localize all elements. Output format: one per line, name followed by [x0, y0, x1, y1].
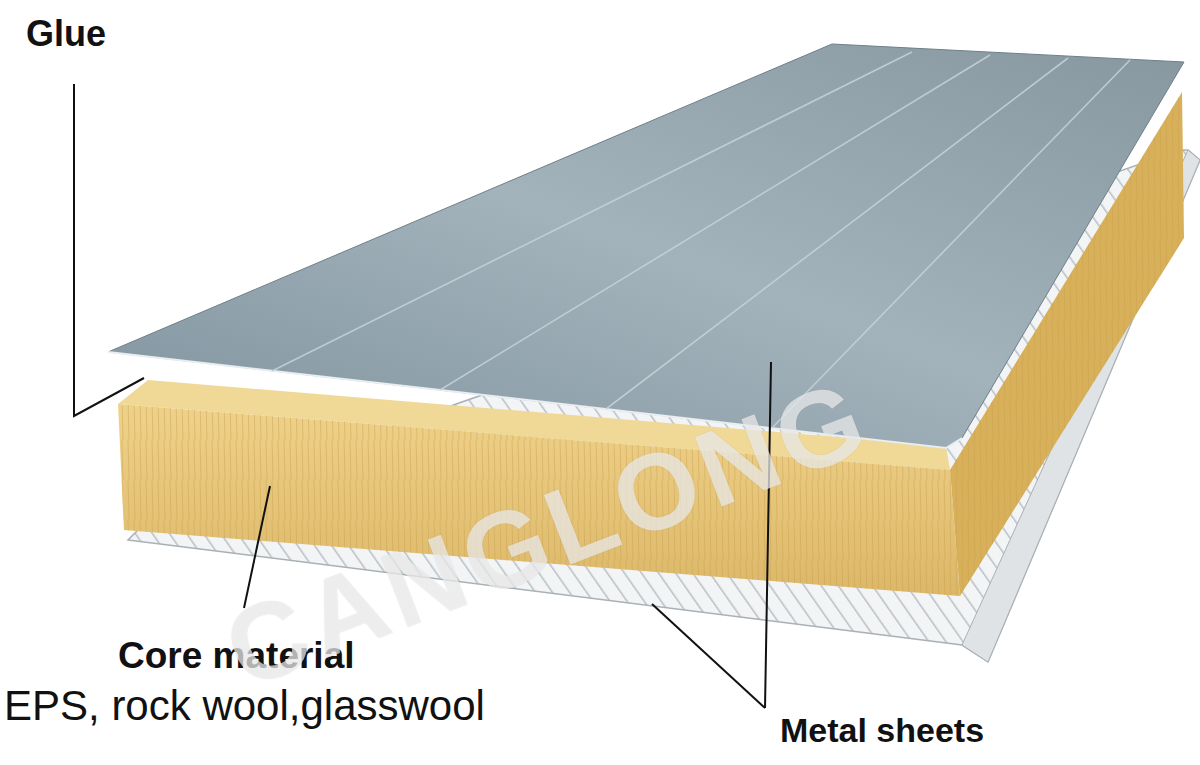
part-label: Glue [26, 14, 106, 54]
part-label: Metal sheets [780, 712, 984, 749]
